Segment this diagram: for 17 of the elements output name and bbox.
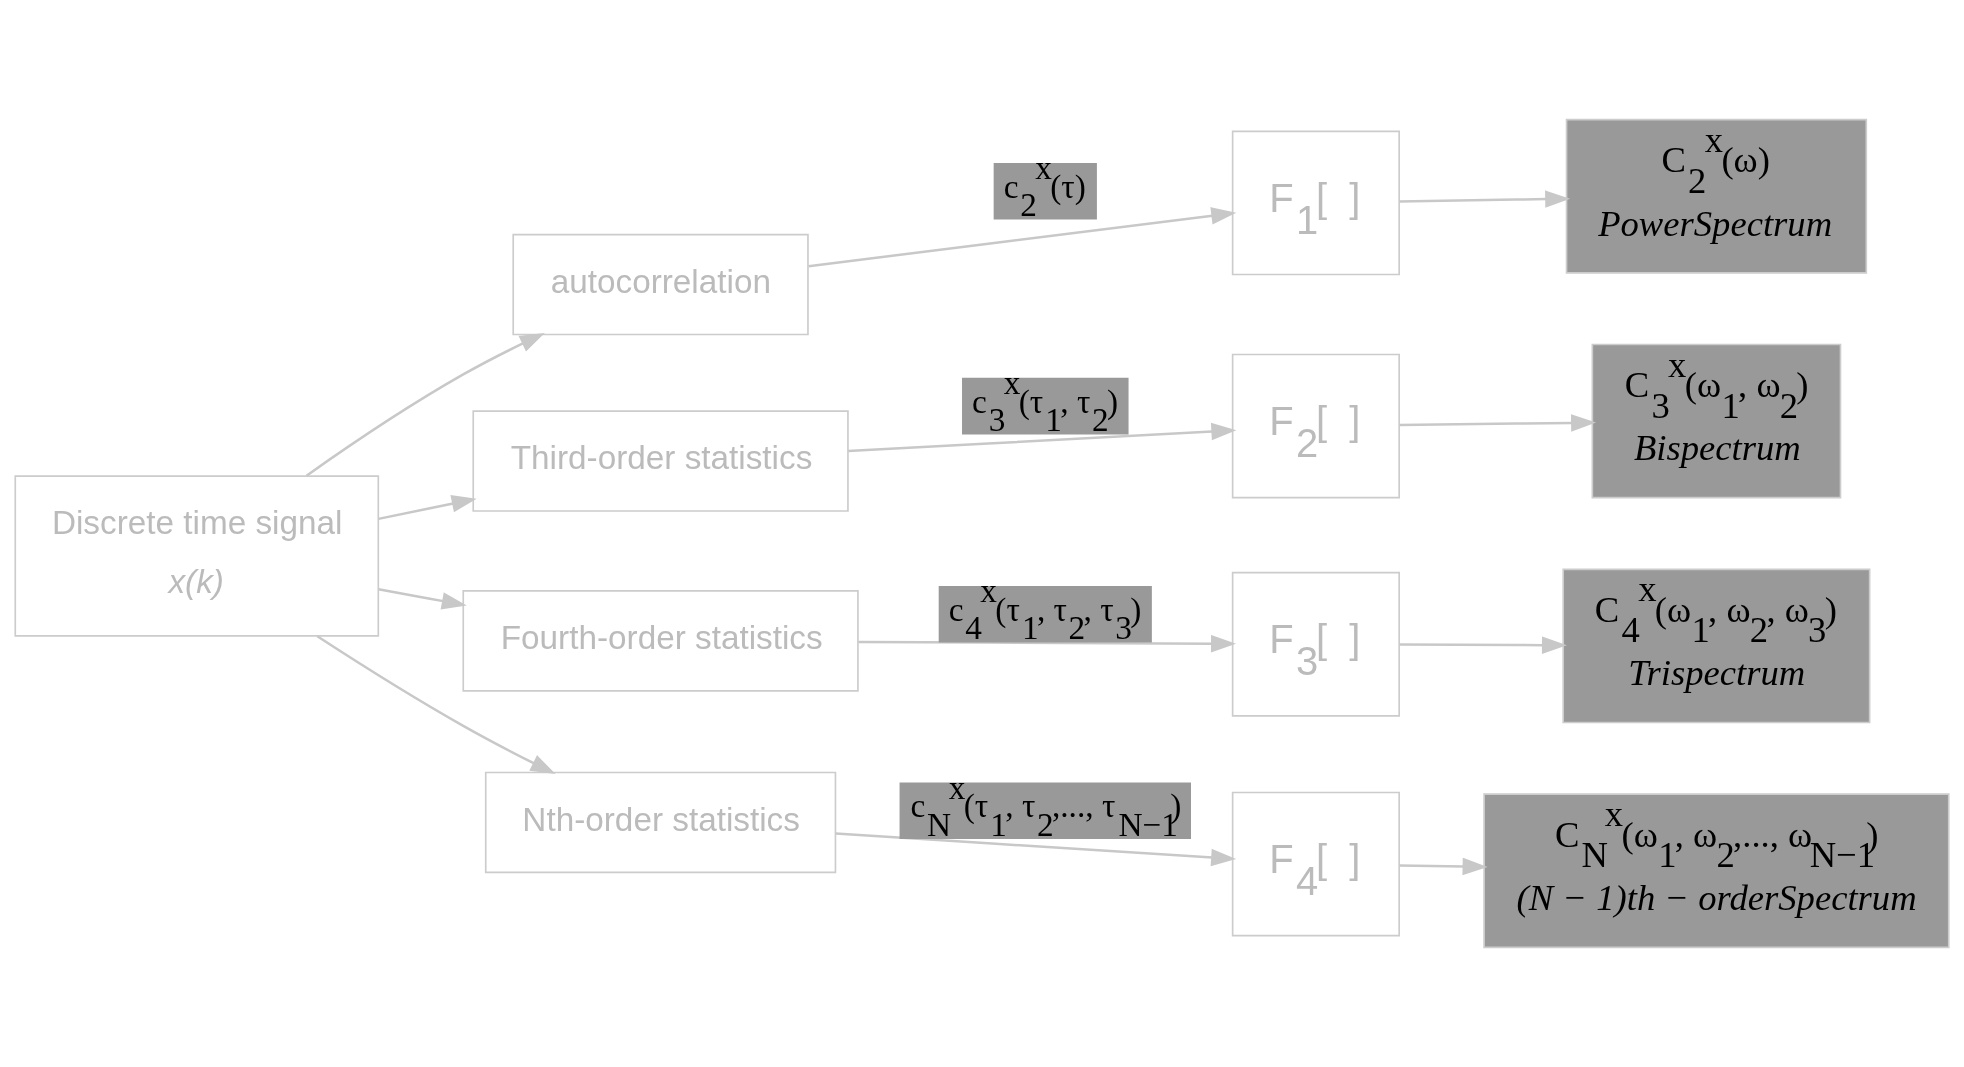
arrow xyxy=(378,587,467,610)
arrow xyxy=(1399,636,1567,654)
node-box: Nth-order statistics xyxy=(484,771,837,874)
arrow xyxy=(1399,190,1571,208)
arrow xyxy=(1399,857,1488,876)
arrow xyxy=(1399,414,1597,432)
arrow xyxy=(808,207,1237,268)
arrow xyxy=(858,634,1236,653)
arrow xyxy=(316,635,556,775)
node-box: Discrete time signal x(k) xyxy=(14,475,380,637)
node-box: autocorrelation xyxy=(512,233,809,336)
arrow xyxy=(835,832,1237,867)
arrow xyxy=(378,495,477,521)
node-box: Fourth-order statistics xyxy=(462,590,859,692)
arrow xyxy=(848,422,1237,453)
node-box: Third-order statistics xyxy=(472,410,849,512)
arrow xyxy=(305,332,545,477)
